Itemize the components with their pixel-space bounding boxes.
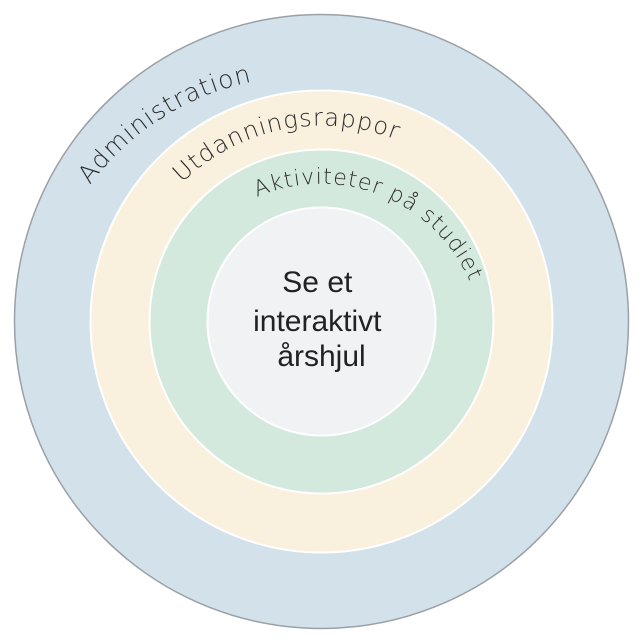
- center-line-2: interaktivt: [253, 305, 382, 338]
- center-link-text[interactable]: Se et interaktivt årshjul: [253, 266, 390, 373]
- center-line-1: Se et: [282, 266, 353, 299]
- center-line-3: årshjul: [277, 340, 365, 373]
- center-circle[interactable]: [206, 206, 437, 437]
